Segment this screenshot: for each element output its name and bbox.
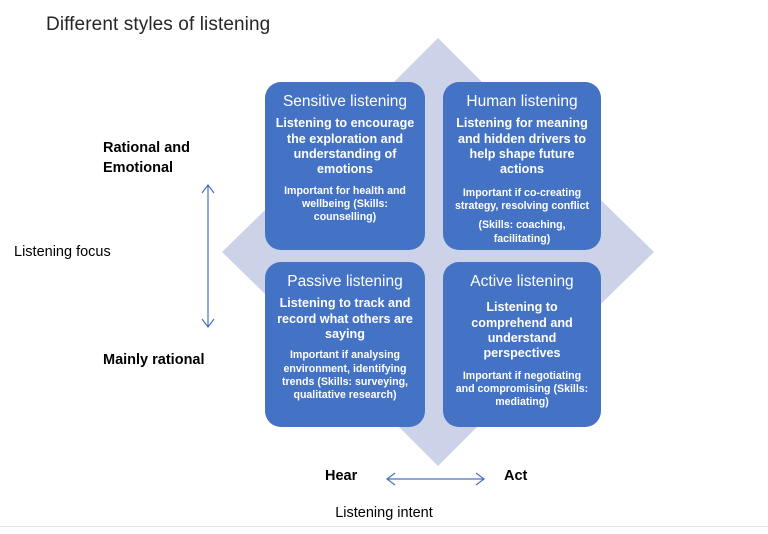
quadrant-description: Listening to comprehend and understand p…	[471, 300, 573, 361]
double-headed-horizontal-arrow-icon	[383, 469, 488, 489]
quadrant-card-human[interactable]: Human listening Listening for meaning an…	[443, 82, 601, 250]
quadrant-card-active[interactable]: Active listening Listening to comprehend…	[443, 262, 601, 427]
double-headed-vertical-arrow-icon	[197, 180, 219, 332]
axis-label-horizontal-left: Hear	[325, 468, 358, 484]
quadrant-title: Human listening	[466, 93, 578, 110]
quadrant-description: Listening for meaning and hidden drivers…	[456, 116, 588, 177]
quadrant-note-secondary: (Skills: coaching, facilitating)	[478, 219, 566, 245]
quadrant-title: Passive listening	[287, 273, 403, 290]
quadrant-title: Sensitive listening	[282, 93, 408, 110]
axis-label-horizontal-right: Act	[504, 468, 528, 484]
quadrant-card-sensitive[interactable]: Sensitive listening Listening to encoura…	[265, 82, 425, 250]
quadrant-note: Important if co-creating strategy, resol…	[454, 186, 590, 213]
axis-name-horizontal: Listening intent	[335, 505, 433, 521]
axis-name-vertical: Listening focus	[14, 244, 111, 260]
quadrant-title: Active listening	[470, 273, 574, 290]
bottom-divider	[0, 526, 768, 527]
four-way-arrow-icon	[216, 32, 660, 472]
quadrant-card-passive[interactable]: Passive listening Listening to track and…	[265, 262, 425, 427]
axis-label-vertical-bottom: Mainly rational	[103, 352, 205, 368]
quadrant-note: Important if analysing environment, iden…	[282, 349, 408, 402]
quadrant-note: Important for health and wellbeing (Skil…	[284, 184, 406, 224]
page-title: Different styles of listening	[46, 14, 271, 35]
quadrant-description: Listening to track and record what other…	[277, 296, 413, 342]
quadrant-note: Important if negotiating and compromisin…	[455, 369, 589, 409]
axis-label-vertical-top: Rational and Emotional	[103, 140, 191, 176]
quadrant-description: Listening to encourage the exploration a…	[275, 116, 415, 177]
